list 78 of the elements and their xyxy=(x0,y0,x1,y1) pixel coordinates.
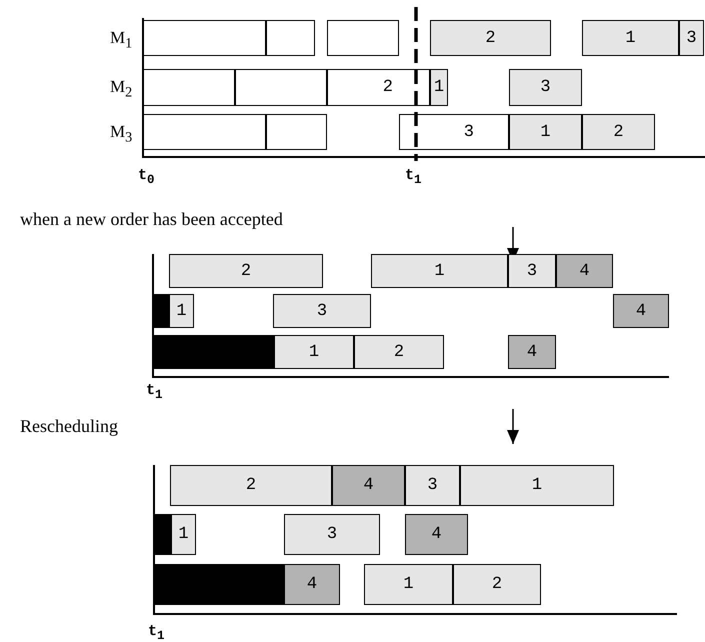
job-number: 4 xyxy=(363,477,374,494)
job-bar xyxy=(327,69,430,106)
machine-label: M$_{2}$ xyxy=(110,78,132,100)
job-bar xyxy=(508,335,556,369)
job-bar xyxy=(556,254,613,288)
job-bar xyxy=(613,294,669,328)
job-bar xyxy=(170,465,332,506)
job-number: 2 xyxy=(485,30,496,46)
busy-bar xyxy=(154,514,171,555)
job-number: 1 xyxy=(178,526,189,543)
job-number: 3 xyxy=(686,30,697,46)
job-number: 1 xyxy=(434,79,444,96)
task-bar xyxy=(143,69,235,106)
job-number: 3 xyxy=(316,302,328,320)
time-label: t$_{1}$ xyxy=(148,624,165,642)
time-label: t$_{1}$ xyxy=(146,383,163,402)
job-bar xyxy=(371,254,508,288)
busy-bar xyxy=(154,564,284,605)
job-number: 1 xyxy=(403,576,414,593)
job-number: 1 xyxy=(434,262,445,280)
task-bar xyxy=(266,20,315,56)
job-number: 4 xyxy=(431,526,442,543)
task-bar xyxy=(143,20,266,56)
job-bar xyxy=(171,514,196,555)
job-number: 4 xyxy=(579,262,590,280)
job-number: 2 xyxy=(492,576,502,593)
section-caption: Rescheduling xyxy=(20,417,118,435)
job-bar xyxy=(169,254,323,288)
task-bar xyxy=(235,69,327,106)
job-number: 3 xyxy=(464,124,474,140)
job-bar xyxy=(399,114,509,150)
task-bar xyxy=(266,114,327,150)
job-number: 3 xyxy=(427,477,438,494)
job-number: 2 xyxy=(246,477,256,494)
machine-label: M$_{1}$ xyxy=(110,29,132,51)
job-number: 2 xyxy=(394,344,404,360)
busy-bar xyxy=(153,335,274,369)
time-label: t$_{1}$ xyxy=(405,168,422,186)
job-number: 1 xyxy=(625,30,636,46)
job-bar xyxy=(430,69,448,106)
job-number: 3 xyxy=(326,526,338,543)
job-bar xyxy=(354,335,444,369)
task-bar xyxy=(143,114,266,150)
job-bar xyxy=(509,114,582,150)
task-bar xyxy=(327,20,399,56)
section-caption: when a new order has been accepted xyxy=(20,210,283,228)
job-bar xyxy=(284,564,340,605)
job-number: 3 xyxy=(540,79,551,96)
job-number: 1 xyxy=(176,302,187,320)
job-number: 4 xyxy=(526,344,538,360)
job-number: 3 xyxy=(526,262,538,280)
job-bar xyxy=(460,465,614,506)
job-number: 1 xyxy=(532,477,542,494)
job-number: 2 xyxy=(382,79,393,96)
job-bar xyxy=(405,514,468,555)
job-number: 1 xyxy=(308,344,320,360)
job-bar xyxy=(508,254,556,288)
job-bar xyxy=(582,114,655,150)
job-bar xyxy=(509,69,582,106)
job-bar xyxy=(405,465,460,506)
job-number: 4 xyxy=(636,302,646,320)
job-bar xyxy=(274,335,354,369)
job-number: 1 xyxy=(540,124,551,140)
job-number: 4 xyxy=(306,576,318,593)
job-bar xyxy=(284,514,380,555)
machine-label: M$_{3}$ xyxy=(110,123,132,145)
job-bar xyxy=(332,465,405,506)
job-bar xyxy=(169,294,194,328)
job-bar xyxy=(364,564,453,605)
job-bar xyxy=(582,20,679,56)
job-number: 2 xyxy=(240,262,252,280)
job-bar xyxy=(273,294,371,328)
job-bar xyxy=(679,20,704,56)
job-bar xyxy=(430,20,551,56)
busy-bar xyxy=(153,294,169,328)
job-bar xyxy=(453,564,541,605)
time-label: t$_{0}$ xyxy=(138,168,155,186)
job-number: 2 xyxy=(613,124,624,140)
